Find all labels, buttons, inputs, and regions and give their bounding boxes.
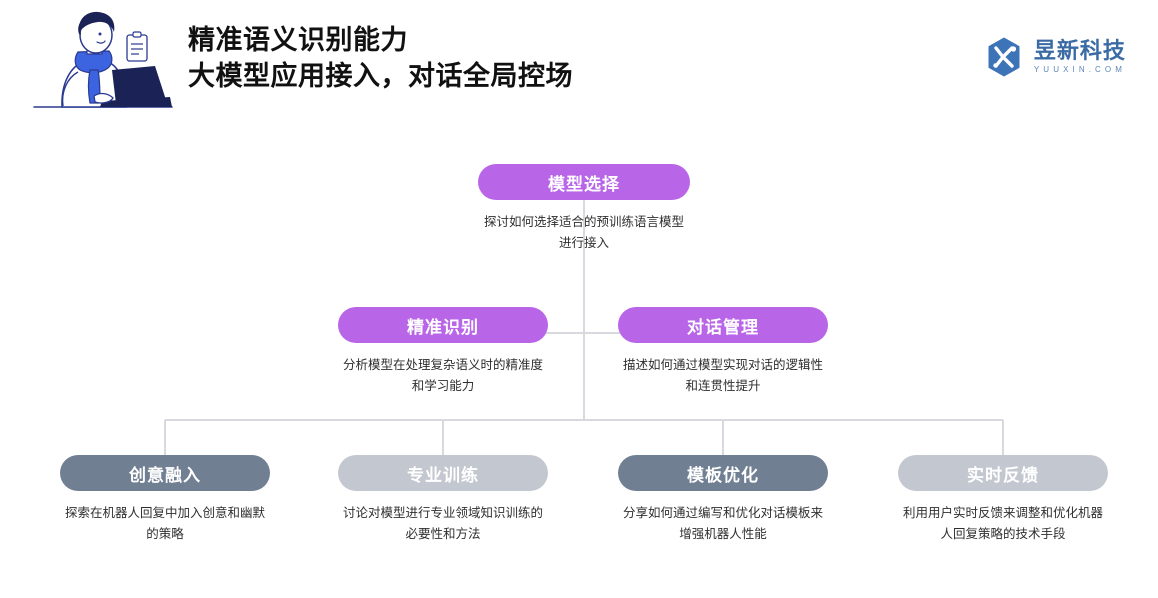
node-root[interactable]: 模型选择 探讨如何选择适合的预训练语言模型进行接入	[478, 164, 690, 254]
node-level2-1-pill[interactable]: 对话管理	[618, 307, 828, 343]
node-level3-1[interactable]: 专业训练 讨论对模型进行专业领域知识训练的必要性和方法	[338, 455, 548, 545]
node-level3-1-pill[interactable]: 专业训练	[338, 455, 548, 491]
node-level2-0-description: 分析模型在处理复杂语义时的精准度和学习能力	[342, 358, 543, 393]
node-level2-0-label: 精准识别	[407, 317, 479, 337]
page-title: 精准语义识别能力 大模型应用接入，对话全局控场	[188, 22, 808, 94]
node-level2-1-description: 描述如何通过模型实现对话的逻辑性和连贯性提升	[622, 358, 823, 393]
node-level3-3-description: 利用用户实时反馈来调整和优化机器人回复策略的技术手段	[902, 506, 1103, 541]
node-level3-1-label: 专业训练	[407, 465, 479, 485]
person-working-on-laptop-illustration	[28, 8, 178, 116]
node-level3-0-label: 创意融入	[129, 465, 201, 485]
node-level3-2-pill[interactable]: 模板优化	[618, 455, 828, 491]
node-level2-0[interactable]: 精准识别 分析模型在处理复杂语义时的精准度和学习能力	[338, 307, 548, 397]
node-level2-1-label: 对话管理	[687, 317, 759, 337]
node-level2-1[interactable]: 对话管理 描述如何通过模型实现对话的逻辑性和连贯性提升	[618, 307, 828, 397]
node-root-label: 模型选择	[548, 174, 620, 194]
brand-name: 昱新科技	[1033, 37, 1126, 63]
org-chart-diagram: 模型选择 探讨如何选择适合的预训练语言模型进行接入 精准识别 分析模型在处理复杂…	[0, 125, 1158, 598]
node-level3-2-label: 模板优化	[687, 465, 759, 485]
page-title-line-2: 大模型应用接入，对话全局控场	[188, 61, 573, 91]
node-level3-3[interactable]: 实时反馈 利用用户实时反馈来调整和优化机器人回复策略的技术手段	[898, 455, 1108, 545]
node-root-pill[interactable]: 模型选择	[478, 164, 690, 200]
node-level3-0-description: 探索在机器人回复中加入创意和幽默的策略	[64, 506, 265, 541]
node-level3-3-pill[interactable]: 实时反馈	[898, 455, 1108, 491]
page-header: 精准语义识别能力 大模型应用接入，对话全局控场 昱新科技 YUUXIN.COM	[0, 0, 1158, 125]
brand-domain: YUUXIN.COM	[1033, 64, 1126, 74]
page-title-line-1: 精准语义识别能力	[188, 25, 408, 55]
node-root-description: 探讨如何选择适合的预训练语言模型进行接入	[483, 215, 684, 250]
node-level2-0-pill[interactable]: 精准识别	[338, 307, 548, 343]
node-level3-0-pill[interactable]: 创意融入	[60, 455, 270, 491]
node-level3-2[interactable]: 模板优化 分享如何通过编写和优化对话模板来增强机器人性能	[618, 455, 828, 545]
node-level3-0[interactable]: 创意融入 探索在机器人回复中加入创意和幽默的策略	[60, 455, 270, 545]
brand-logo: 昱新科技 YUUXIN.COM	[983, 36, 1126, 78]
yuuxin-hexagon-icon	[988, 37, 1020, 77]
node-level3-1-description: 讨论对模型进行专业领域知识训练的必要性和方法	[342, 506, 543, 541]
node-level3-2-description: 分享如何通过编写和优化对话模板来增强机器人性能	[622, 506, 823, 541]
node-level3-3-label: 实时反馈	[967, 465, 1039, 485]
